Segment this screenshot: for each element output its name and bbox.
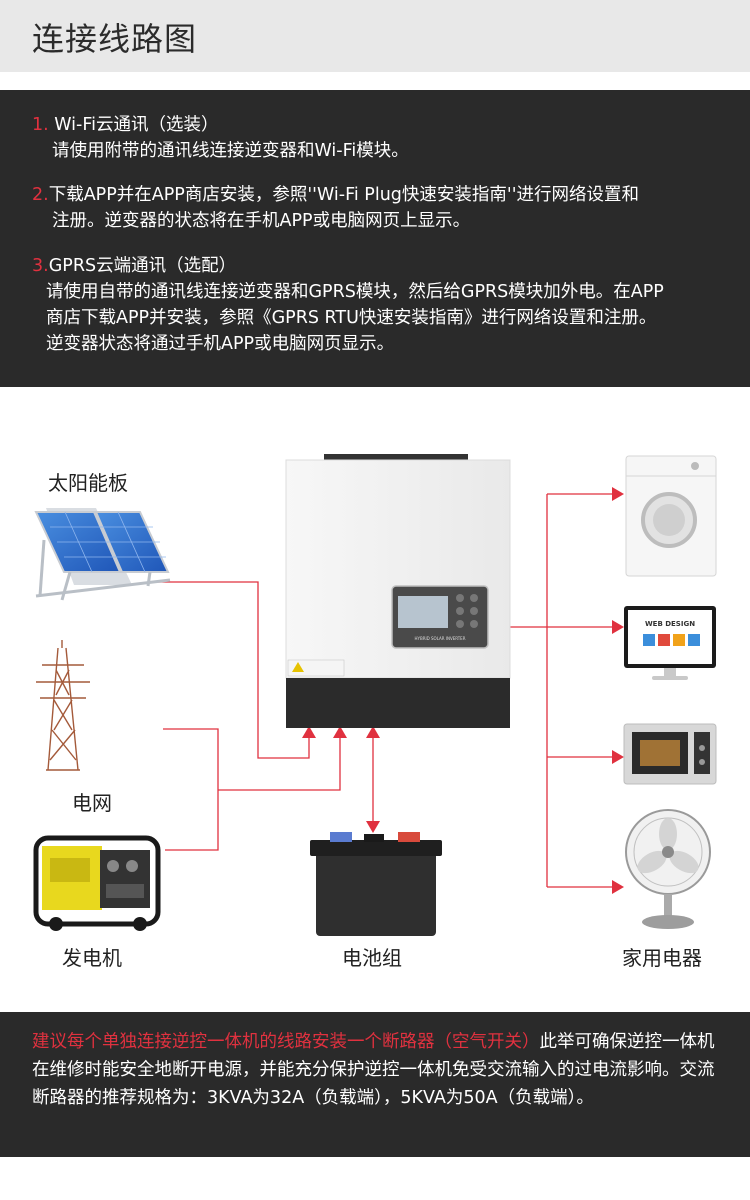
arrow-down-icon xyxy=(366,821,380,833)
breaker-note-panel: 建议每个单独连接逆控一体机的线路安装一个断路器（空气开关）此举可确保逆控一体机在… xyxy=(0,1012,750,1157)
microwave-icon xyxy=(623,723,717,785)
solar-panel-icon xyxy=(34,508,171,601)
label-battery: 电池组 xyxy=(342,946,402,970)
wiring-diagram: HYBRID SOLAR INVERTER WEB DESIGN xyxy=(0,387,750,1012)
label-appliances: 家用电器 xyxy=(622,946,702,970)
step-title: Wi-Fi云通讯（选装） xyxy=(48,115,219,135)
power-tower-icon xyxy=(36,640,90,771)
instructions-panel: 1. Wi-Fi云通讯（选装） 请使用附带的通讯线连接逆变器和Wi-Fi模块。 … xyxy=(0,90,750,387)
step-3: 3.GPRS云端通讯（选配） 请使用自带的通讯线连接逆变器和GPRS模块，然后给… xyxy=(32,253,664,357)
arrow-up-icon xyxy=(302,726,316,738)
battery-icon xyxy=(310,832,442,936)
fan-icon xyxy=(625,809,711,929)
arrow-right-icon xyxy=(612,487,624,501)
inverter-model-text: HYBRID SOLAR INVERTER xyxy=(415,636,466,641)
label-generator: 发电机 xyxy=(62,946,122,970)
monitor-icon: WEB DESIGN xyxy=(624,606,716,680)
label-grid: 电网 xyxy=(72,791,112,815)
arrow-right-icon xyxy=(612,880,624,894)
arrow-up-icon xyxy=(333,726,347,738)
step-number: 2. xyxy=(32,185,49,205)
step-1: 1. Wi-Fi云通讯（选装） 请使用附带的通讯线连接逆变器和Wi-Fi模块。 xyxy=(32,112,409,164)
step-text: 注册。逆变器的状态将在手机APP或电脑网页上显示。 xyxy=(52,211,471,231)
header-bar: 连接线路图 xyxy=(0,0,750,72)
step-number: 1. xyxy=(32,115,49,135)
monitor-screen-title: WEB DESIGN xyxy=(645,620,695,628)
step-text: 逆变器状态将通过手机APP或电脑网页显示。 xyxy=(46,334,395,354)
arrow-right-icon xyxy=(612,620,624,634)
note-highlight: 建议每个单独连接逆控一体机的线路安装一个断路器（空气开关） xyxy=(32,1032,540,1052)
wiring-lines xyxy=(155,493,612,888)
washing-machine-icon xyxy=(625,455,717,577)
step-text: 请使用自带的通讯线连接逆变器和GPRS模块，然后给GPRS模块加外电。在APP xyxy=(46,282,664,302)
generator-icon xyxy=(33,835,161,931)
arrow-right-icon xyxy=(612,750,624,764)
arrow-up-icon xyxy=(366,726,380,738)
inverter-icon: HYBRID SOLAR INVERTER xyxy=(285,454,511,728)
step-2: 2.下载APP并在APP商店安装，参照''Wi-Fi Plug快速安装指南''进… xyxy=(32,182,639,234)
step-title: GPRS云端通讯（选配） xyxy=(48,256,237,276)
diagram-svg: HYBRID SOLAR INVERTER WEB DESIGN xyxy=(33,454,717,936)
step-text: 请使用附带的通讯线连接逆变器和Wi-Fi模块。 xyxy=(52,141,409,161)
step-text: 商店下载APP并安装，参照《GPRS RTU快速安装指南》进行网络设置和注册。 xyxy=(46,308,657,328)
breaker-note: 建议每个单独连接逆控一体机的线路安装一个断路器（空气开关）此举可确保逆控一体机在… xyxy=(32,1028,722,1112)
step-number: 3. xyxy=(32,256,49,276)
wiring-arrows xyxy=(302,487,624,894)
page-title: 连接线路图 xyxy=(32,20,198,58)
note-text: 此举可确保逆控一体机在维修时能安全地断开电源，并能充分保护逆控一体机免受交流输入… xyxy=(32,1032,715,1108)
label-solar: 太阳能板 xyxy=(48,471,128,495)
step-title: 下载APP并在APP商店安装，参照''Wi-Fi Plug快速安装指南''进行网… xyxy=(48,185,640,205)
footer-space xyxy=(0,1157,750,1200)
